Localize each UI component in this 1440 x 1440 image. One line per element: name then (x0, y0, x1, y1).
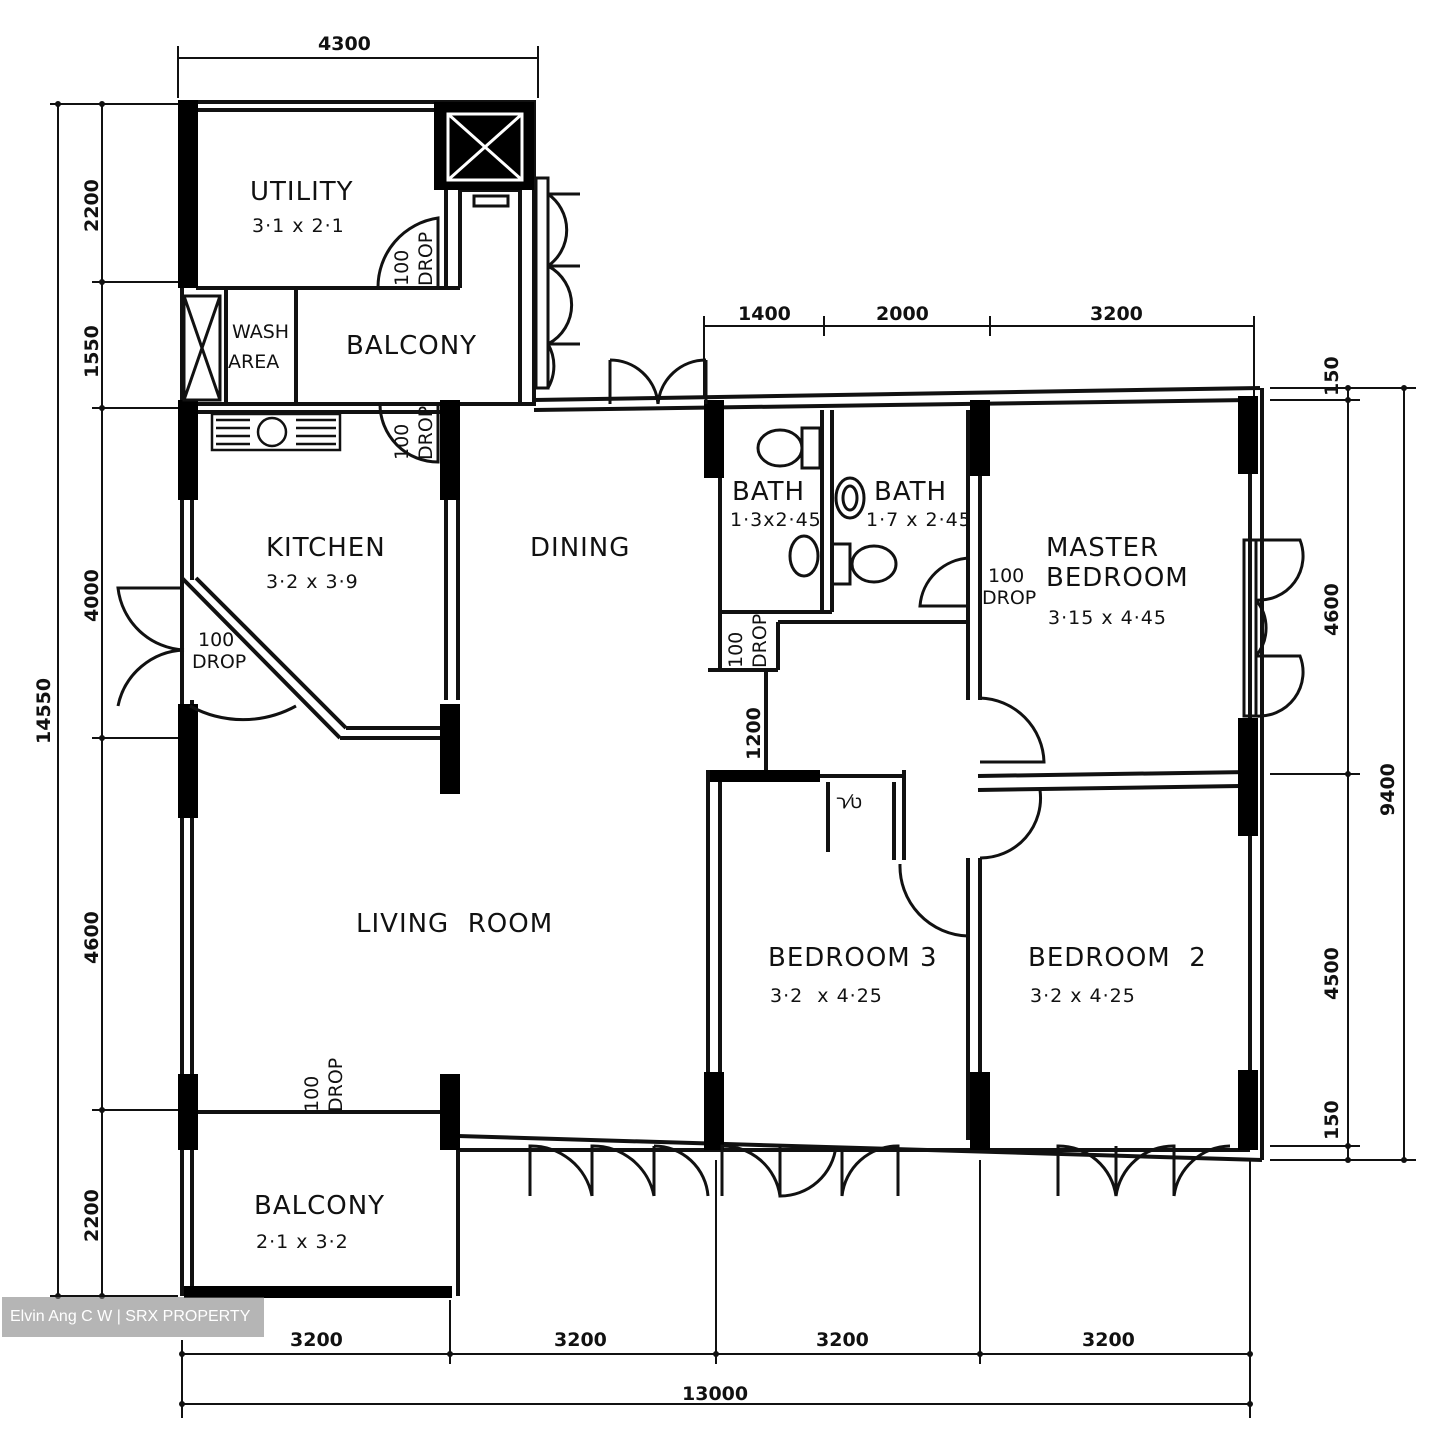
kitchen-size: 3·2 x 3·9 (266, 571, 359, 593)
drop-label: DROP (192, 651, 246, 673)
dim-bottom-4: 3200 (1082, 1329, 1135, 1351)
drop-value: 100 (391, 424, 413, 460)
drop-value: 100 (725, 632, 747, 668)
balcony-bottom-label: BALCONY (254, 1191, 385, 1221)
utility-size: 3·1 x 2·1 (252, 215, 345, 237)
store-label: ט⁄ר (836, 791, 862, 813)
drop-value: 100 (198, 629, 234, 651)
dim-top-right-1: 1400 (738, 303, 791, 325)
dim-bottom-3: 3200 (816, 1329, 869, 1351)
drop-label: DROP (415, 232, 437, 286)
dim-right-3: 4500 (1321, 947, 1343, 1000)
dim-bottom-total: 13000 (682, 1383, 748, 1405)
drop-label: DROP (325, 1058, 347, 1112)
dimension-labels: 4300 1400 2000 3200 2200 1550 4000 4600 … (33, 33, 1399, 1405)
structural-columns (178, 100, 1258, 1298)
bath-2-label: BATH (874, 477, 947, 507)
bath-1-size: 1·3x2·45 (730, 509, 822, 531)
balcony-top-label: BALCONY (346, 331, 477, 361)
dining-label: DINING (530, 533, 630, 563)
master-bedroom-label-2: BEDROOM (1046, 563, 1189, 593)
door-swings (116, 176, 1305, 1198)
dim-right-total: 9400 (1377, 763, 1399, 816)
dim-right-1: 150 (1321, 356, 1343, 396)
drop-annotations: 100 DROP 100 DROP 100 DROP 100 DROP 100 … (192, 232, 1036, 1112)
toilet-icon (756, 426, 822, 470)
basin-icon (834, 476, 866, 520)
dim-right-4: 150 (1321, 1100, 1343, 1140)
master-bedroom-size: 3·15 x 4·45 (1048, 607, 1167, 629)
dim-left-total: 14550 (33, 678, 55, 744)
toilet-icon-2 (830, 542, 898, 586)
dim-left-1: 2200 (81, 179, 103, 232)
dim-top-right-2: 2000 (876, 303, 929, 325)
bedroom-3-size: 3·2 x 4·25 (770, 985, 883, 1007)
watermark: Elvin Ang C W | SRX PROPERTY (2, 1297, 264, 1337)
living-room-label: LIVING ROOM (356, 909, 553, 939)
utility-label: UTILITY (250, 177, 354, 207)
kitchen-sink-icon (210, 412, 342, 452)
bedroom-3-label: BEDROOM 3 (768, 943, 938, 973)
refuse-chute-icon (446, 112, 524, 182)
bedroom-2-size: 3·2 x 4·25 (1030, 985, 1136, 1007)
dim-corridor: 1200 (743, 707, 765, 760)
dim-left-3: 4000 (81, 569, 103, 622)
dim-left-2: 1550 (81, 325, 103, 378)
dim-left-5: 2200 (81, 1189, 103, 1242)
drop-label: DROP (749, 614, 771, 668)
drop-value: 100 (391, 250, 413, 286)
dim-right-2: 4600 (1321, 583, 1343, 636)
bath-1-label: BATH (732, 477, 805, 507)
kitchen-label: KITCHEN (266, 533, 386, 563)
basin-icon-2 (788, 534, 820, 578)
drop-value: 100 (301, 1076, 323, 1112)
dim-bottom-1: 3200 (290, 1329, 343, 1351)
wash-area-label-2: AREA (228, 351, 279, 373)
drop-value: 100 (988, 565, 1024, 587)
bedroom-2-label: BEDROOM 2 (1028, 943, 1207, 973)
drop-label: DROP (415, 406, 437, 460)
dim-left-4: 4600 (81, 911, 103, 964)
shelf-icon (472, 194, 510, 208)
drop-label: DROP (982, 587, 1036, 609)
master-bedroom-label-1: MASTER (1046, 533, 1159, 563)
dim-top-width: 4300 (318, 33, 371, 55)
dim-bottom-2: 3200 (554, 1329, 607, 1351)
bath-2-size: 1·7 x 2·45 (866, 509, 972, 531)
wash-area-label-1: WASH (232, 321, 289, 343)
dim-top-right-3: 3200 (1090, 303, 1143, 325)
balcony-bottom-size: 2·1 x 3·2 (256, 1231, 349, 1253)
